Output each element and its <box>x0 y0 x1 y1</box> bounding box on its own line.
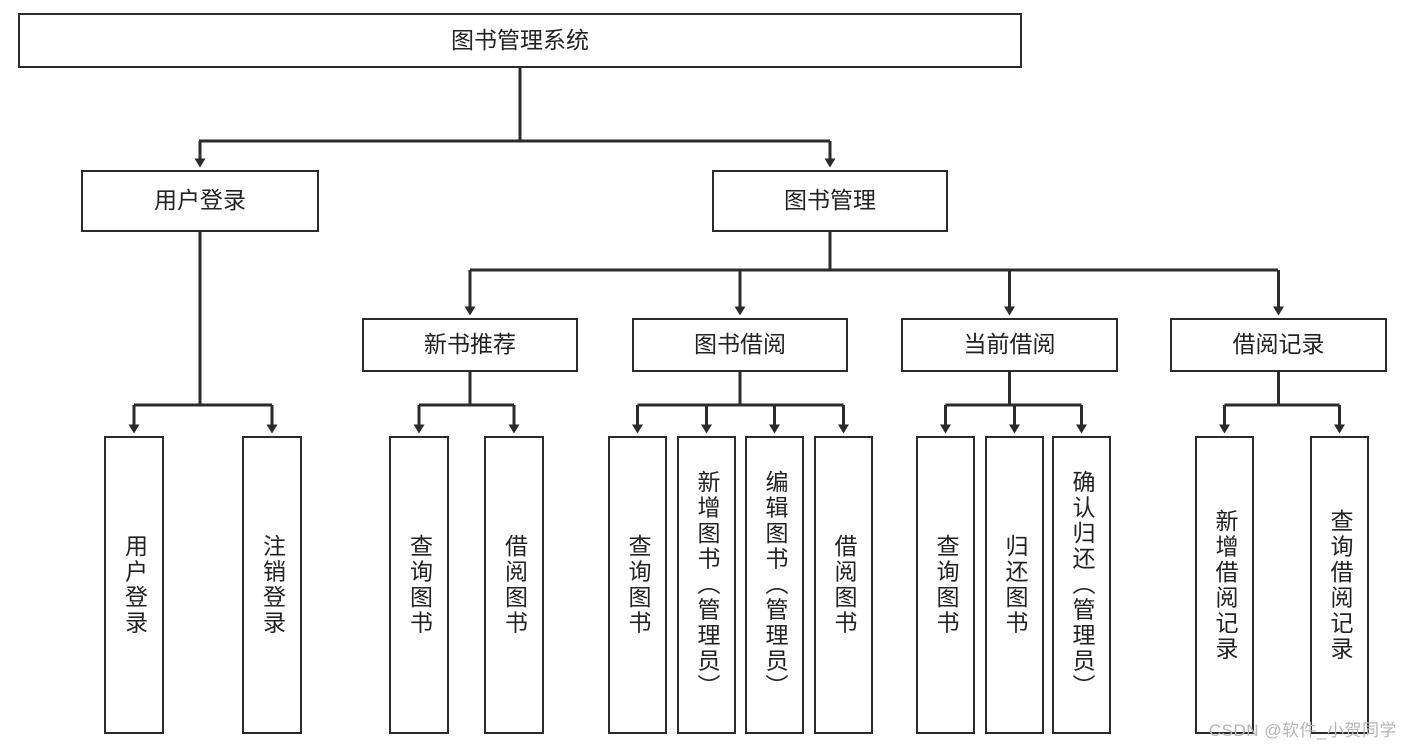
node-label: 图书管理系统 <box>451 26 589 53</box>
node-leaf-2[interactable]: 查询图书 <box>389 436 449 734</box>
node-label: 图书管理 <box>784 187 876 214</box>
node-leaf-10[interactable]: 确认归还（管理员） <box>1052 436 1111 734</box>
node-level3-0[interactable]: 新书推荐 <box>362 318 578 372</box>
node-level3-3[interactable]: 借阅记录 <box>1170 318 1387 372</box>
node-leaf-0[interactable]: 用户登录 <box>104 436 164 734</box>
node-leaf-4[interactable]: 查询图书 <box>608 436 667 734</box>
node-label: 借阅记录 <box>1232 331 1325 358</box>
node-label: 归还图书 <box>1002 534 1028 636</box>
node-label: 新增借阅记录 <box>1212 508 1238 662</box>
node-leaf-11[interactable]: 新增借阅记录 <box>1195 436 1254 734</box>
node-label: 用户登录 <box>121 534 148 636</box>
node-label: 新书推荐 <box>424 331 516 358</box>
node-leaf-1[interactable]: 注销登录 <box>242 436 302 734</box>
node-label: 查询图书 <box>406 534 433 636</box>
node-leaf-8[interactable]: 查询图书 <box>916 436 975 734</box>
node-level3-2[interactable]: 当前借阅 <box>901 318 1118 372</box>
node-leaf-9[interactable]: 归还图书 <box>985 436 1044 734</box>
node-leaf-5[interactable]: 新增图书（管理员） <box>677 436 736 734</box>
node-level2-1[interactable]: 图书管理 <box>712 170 948 232</box>
node-label: 注销登录 <box>259 534 286 636</box>
node-level3-1[interactable]: 图书借阅 <box>632 318 848 372</box>
node-leaf-3[interactable]: 借阅图书 <box>484 436 544 734</box>
node-label: 图书借阅 <box>694 331 786 358</box>
node-label: 当前借阅 <box>963 331 1056 358</box>
node-leaf-6[interactable]: 编辑图书（管理员） <box>745 436 804 734</box>
watermark-text: CSDN @软件_小贺同学 <box>1208 721 1397 740</box>
node-level2-0[interactable]: 用户登录 <box>81 170 319 232</box>
node-label: 借阅图书 <box>831 534 857 636</box>
node-label: 查询借阅记录 <box>1327 508 1353 662</box>
node-label: 查询图书 <box>933 534 959 636</box>
node-root-system[interactable]: 图书管理系统 <box>18 13 1022 68</box>
node-label: 确认归还（管理员） <box>1069 470 1095 700</box>
node-label: 编辑图书（管理员） <box>762 470 788 700</box>
node-label: 借阅图书 <box>501 534 528 636</box>
node-label: 用户登录 <box>154 187 246 214</box>
node-label: 新增图书（管理员） <box>694 470 720 700</box>
node-leaf-7[interactable]: 借阅图书 <box>814 436 873 734</box>
node-leaf-12[interactable]: 查询借阅记录 <box>1310 436 1369 734</box>
node-label: 查询图书 <box>625 534 651 636</box>
